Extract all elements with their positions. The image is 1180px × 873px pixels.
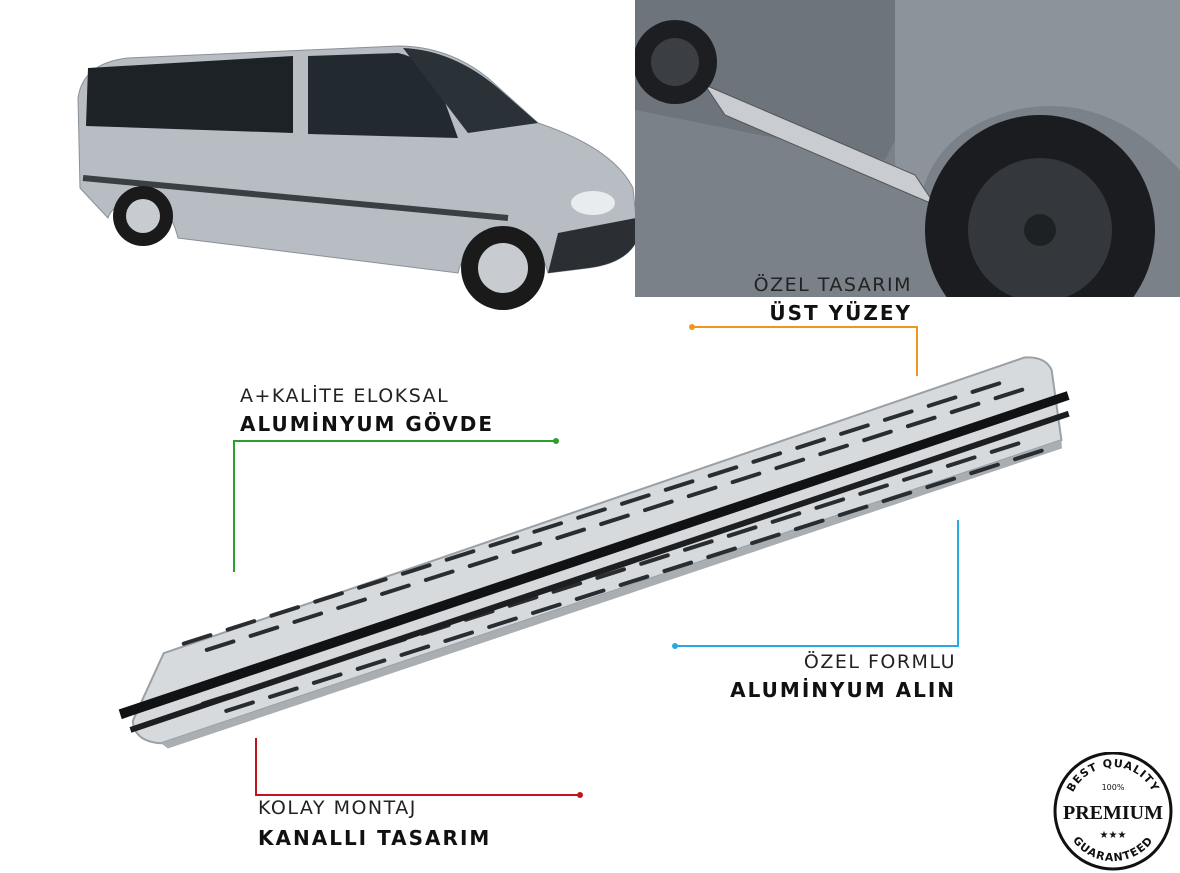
- callout-line-mount: [255, 794, 580, 796]
- board-slot: [949, 401, 981, 415]
- board-slot: [730, 471, 762, 485]
- board-slot: [726, 525, 758, 538]
- board-slot: [225, 619, 257, 632]
- board-slot: [686, 485, 718, 499]
- board-slot: [574, 588, 606, 602]
- board-slot: [618, 574, 650, 588]
- car-photo: [635, 0, 1180, 297]
- board-slot: [443, 630, 475, 643]
- board-slot: [599, 513, 630, 527]
- callout-body-line2: ALUMİNYUM GÖVDE: [240, 412, 495, 436]
- callout-top-line2: ÜST YÜZEY: [769, 301, 912, 325]
- board-slot: [902, 469, 933, 482]
- callout-line-body: [234, 440, 556, 442]
- callout-dot-front: [672, 643, 678, 649]
- board-slot: [551, 581, 583, 594]
- callout-line-top-vertical: [916, 326, 918, 376]
- board-slot: [639, 553, 670, 566]
- board-slot: [224, 700, 255, 713]
- board-slot: [380, 583, 411, 597]
- board-slot: [945, 455, 977, 468]
- board-slot: [793, 518, 825, 532]
- board-slot: [905, 415, 937, 429]
- callout-line-body-vertical: [233, 440, 235, 572]
- callout-top-line1: ÖZEL TASARIM: [753, 274, 912, 296]
- callout-dot-body: [553, 438, 559, 444]
- board-slot: [336, 597, 367, 610]
- badge-percent: 100%: [1102, 783, 1125, 792]
- callout-dot-mount: [577, 792, 583, 798]
- board-slot: [662, 560, 694, 574]
- board-slot: [814, 497, 846, 510]
- board-slot: [706, 546, 737, 560]
- board-slot: [292, 611, 324, 624]
- board-slot: [487, 616, 518, 630]
- board-slot: [993, 387, 1025, 401]
- board-slot: [268, 686, 299, 699]
- premium-quality-badge: BEST QUALITY GUARANTEED 100% PREMIUM ★★★: [1053, 752, 1173, 871]
- board-slot: [399, 644, 431, 657]
- callout-line-front-vertical: [957, 520, 959, 647]
- callout-mount-line1: KOLAY MONTAJ: [258, 797, 417, 819]
- board-slot: [619, 493, 651, 506]
- board-slot: [313, 591, 344, 604]
- board-slot: [488, 535, 520, 548]
- board-slot: [311, 672, 343, 685]
- board-slot: [682, 539, 714, 552]
- board-slot: [642, 499, 674, 513]
- callout-front-line2: ALUMİNYUM ALIN: [730, 678, 956, 702]
- board-slot: [555, 527, 587, 541]
- van-photo: [77, 45, 639, 310]
- board-slot: [969, 462, 1000, 476]
- board-slot: [926, 395, 958, 408]
- board-slot: [357, 577, 388, 590]
- board-slot: [1013, 448, 1044, 462]
- board-slot: [355, 658, 387, 671]
- board-slot: [444, 549, 476, 562]
- badge-main-text: PREMIUM: [1063, 802, 1163, 824]
- board-slot: [839, 423, 870, 436]
- callout-dot-top: [689, 324, 695, 330]
- board-slot: [795, 437, 826, 450]
- board-slot: [507, 595, 539, 608]
- board-slot: [925, 476, 957, 490]
- board-slot: [837, 504, 869, 518]
- callout-mount-line2: KANALLI TASARIM: [258, 826, 492, 850]
- callout-line-top: [692, 326, 918, 328]
- board-slot: [204, 639, 236, 652]
- board-slot: [858, 483, 889, 496]
- board-slot: [530, 602, 562, 616]
- board-slot: [511, 541, 543, 555]
- board-slot: [881, 490, 913, 504]
- badge-stars-icon: ★★★: [1100, 830, 1127, 841]
- board-slot: [467, 555, 499, 569]
- callout-body-line1: A+KALİTE ELOKSAL: [240, 385, 450, 407]
- callout-line-mount-vertical: [255, 738, 257, 796]
- board-slot: [707, 465, 739, 478]
- board-slot: [818, 443, 849, 457]
- board-slot: [770, 511, 802, 524]
- board-slot: [862, 429, 893, 443]
- board-slot: [751, 451, 783, 464]
- board-slot: [181, 633, 213, 646]
- board-slot: [750, 532, 781, 546]
- board-slot: [269, 605, 301, 618]
- board-slot: [970, 381, 1002, 394]
- board-slot: [774, 457, 806, 471]
- board-slot: [663, 479, 695, 492]
- callout-front-line1: ÖZEL FORMLU: [803, 651, 956, 673]
- callout-line-front: [676, 645, 959, 647]
- board-slot: [400, 563, 432, 576]
- board-slot: [595, 567, 626, 580]
- board-slot: [882, 409, 914, 422]
- board-slot: [532, 521, 564, 534]
- board-slot: [989, 441, 1021, 454]
- board-slot: [248, 625, 280, 638]
- board-slot: [576, 507, 607, 520]
- board-slot: [423, 569, 455, 583]
